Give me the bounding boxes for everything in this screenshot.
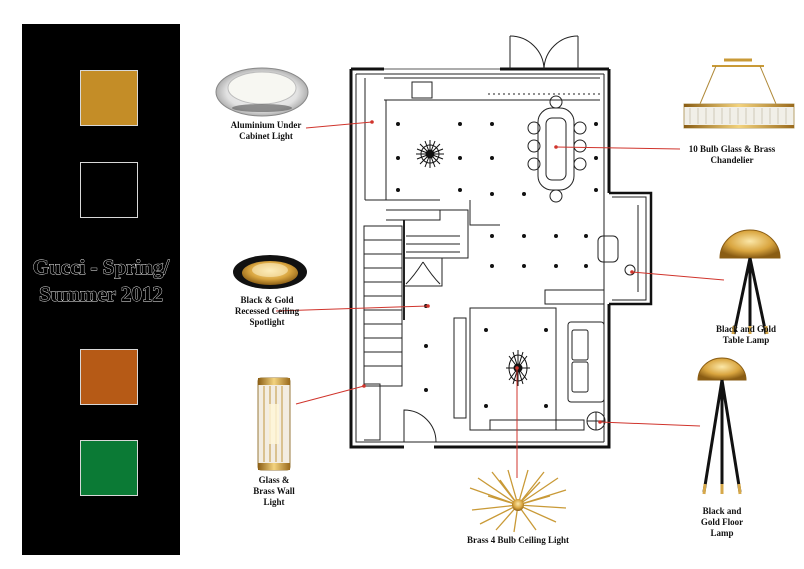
aluminium-under-cabinet-light-image — [215, 67, 309, 117]
label-recessed-spotlight: Black & Gold Recessed Ceiling Spotlight — [212, 295, 322, 328]
label-table-lamp-line-2: Table Lamp — [722, 335, 770, 345]
plan-walls — [349, 67, 653, 449]
collection-title: Gucci - Spring/ Summer 2012 — [22, 254, 180, 308]
swatch-black — [80, 162, 138, 218]
label-table-lamp-line-1: Black and Gold — [715, 324, 777, 334]
plan-starburst-kitchen — [416, 140, 444, 168]
label-floor-lamp: Black and Gold Floor Lamp — [682, 506, 762, 539]
glass-brass-wall-light-image — [257, 377, 291, 471]
recessed-spotlight-image — [233, 255, 307, 289]
label-under-cabinet-line-1: Aluminium Under — [230, 120, 302, 130]
swatch-copper — [80, 349, 138, 405]
label-recessed-line-2: Recessed Ceiling — [234, 306, 300, 316]
label-chandelier: 10 Bulb Glass & Brass Chandelier — [672, 144, 792, 166]
label-recessed-line-3: Spotlight — [249, 317, 285, 327]
swatch-green — [80, 440, 138, 496]
label-under-cabinet-line-2: Cabinet Light — [239, 131, 293, 141]
label-floor-lamp-line-1: Black and — [702, 506, 742, 516]
label-recessed-line-1: Black & Gold — [240, 295, 294, 305]
label-chandelier-line-2: Chandelier — [710, 155, 754, 165]
collection-title-line-2: Summer 2012 — [39, 282, 164, 307]
label-wall-light-line-1: Glass & — [258, 475, 290, 485]
leader-lines — [275, 121, 725, 478]
table-lamp-image — [719, 229, 781, 335]
label-ceiling-light: Brass 4 Bulb Ceiling Light — [448, 535, 588, 546]
label-wall-light-line-3: Light — [263, 497, 285, 507]
chandelier-image — [683, 58, 795, 129]
swatch-gold — [80, 70, 138, 126]
brass-ceiling-light-image — [469, 469, 567, 533]
label-table-lamp: Black and Gold Table Lamp — [696, 324, 796, 346]
label-chandelier-line-1: 10 Bulb Glass & Brass — [688, 144, 776, 154]
label-floor-lamp-line-2: Gold Floor — [700, 517, 744, 527]
floor-lamp-image — [697, 357, 747, 495]
label-wall-light-line-2: Brass Wall — [253, 486, 295, 496]
label-floor-lamp-line-3: Lamp — [710, 528, 734, 538]
palette-sidebar: Gucci - Spring/ Summer 2012 — [22, 24, 180, 555]
label-ceiling-light-line-1: Brass 4 Bulb Ceiling Light — [466, 535, 570, 545]
collection-title-line-1: Gucci - Spring/ — [32, 255, 170, 280]
label-under-cabinet-light: Aluminium Under Cabinet Light — [206, 120, 326, 142]
label-wall-light: Glass & Brass Wall Light — [234, 475, 314, 508]
